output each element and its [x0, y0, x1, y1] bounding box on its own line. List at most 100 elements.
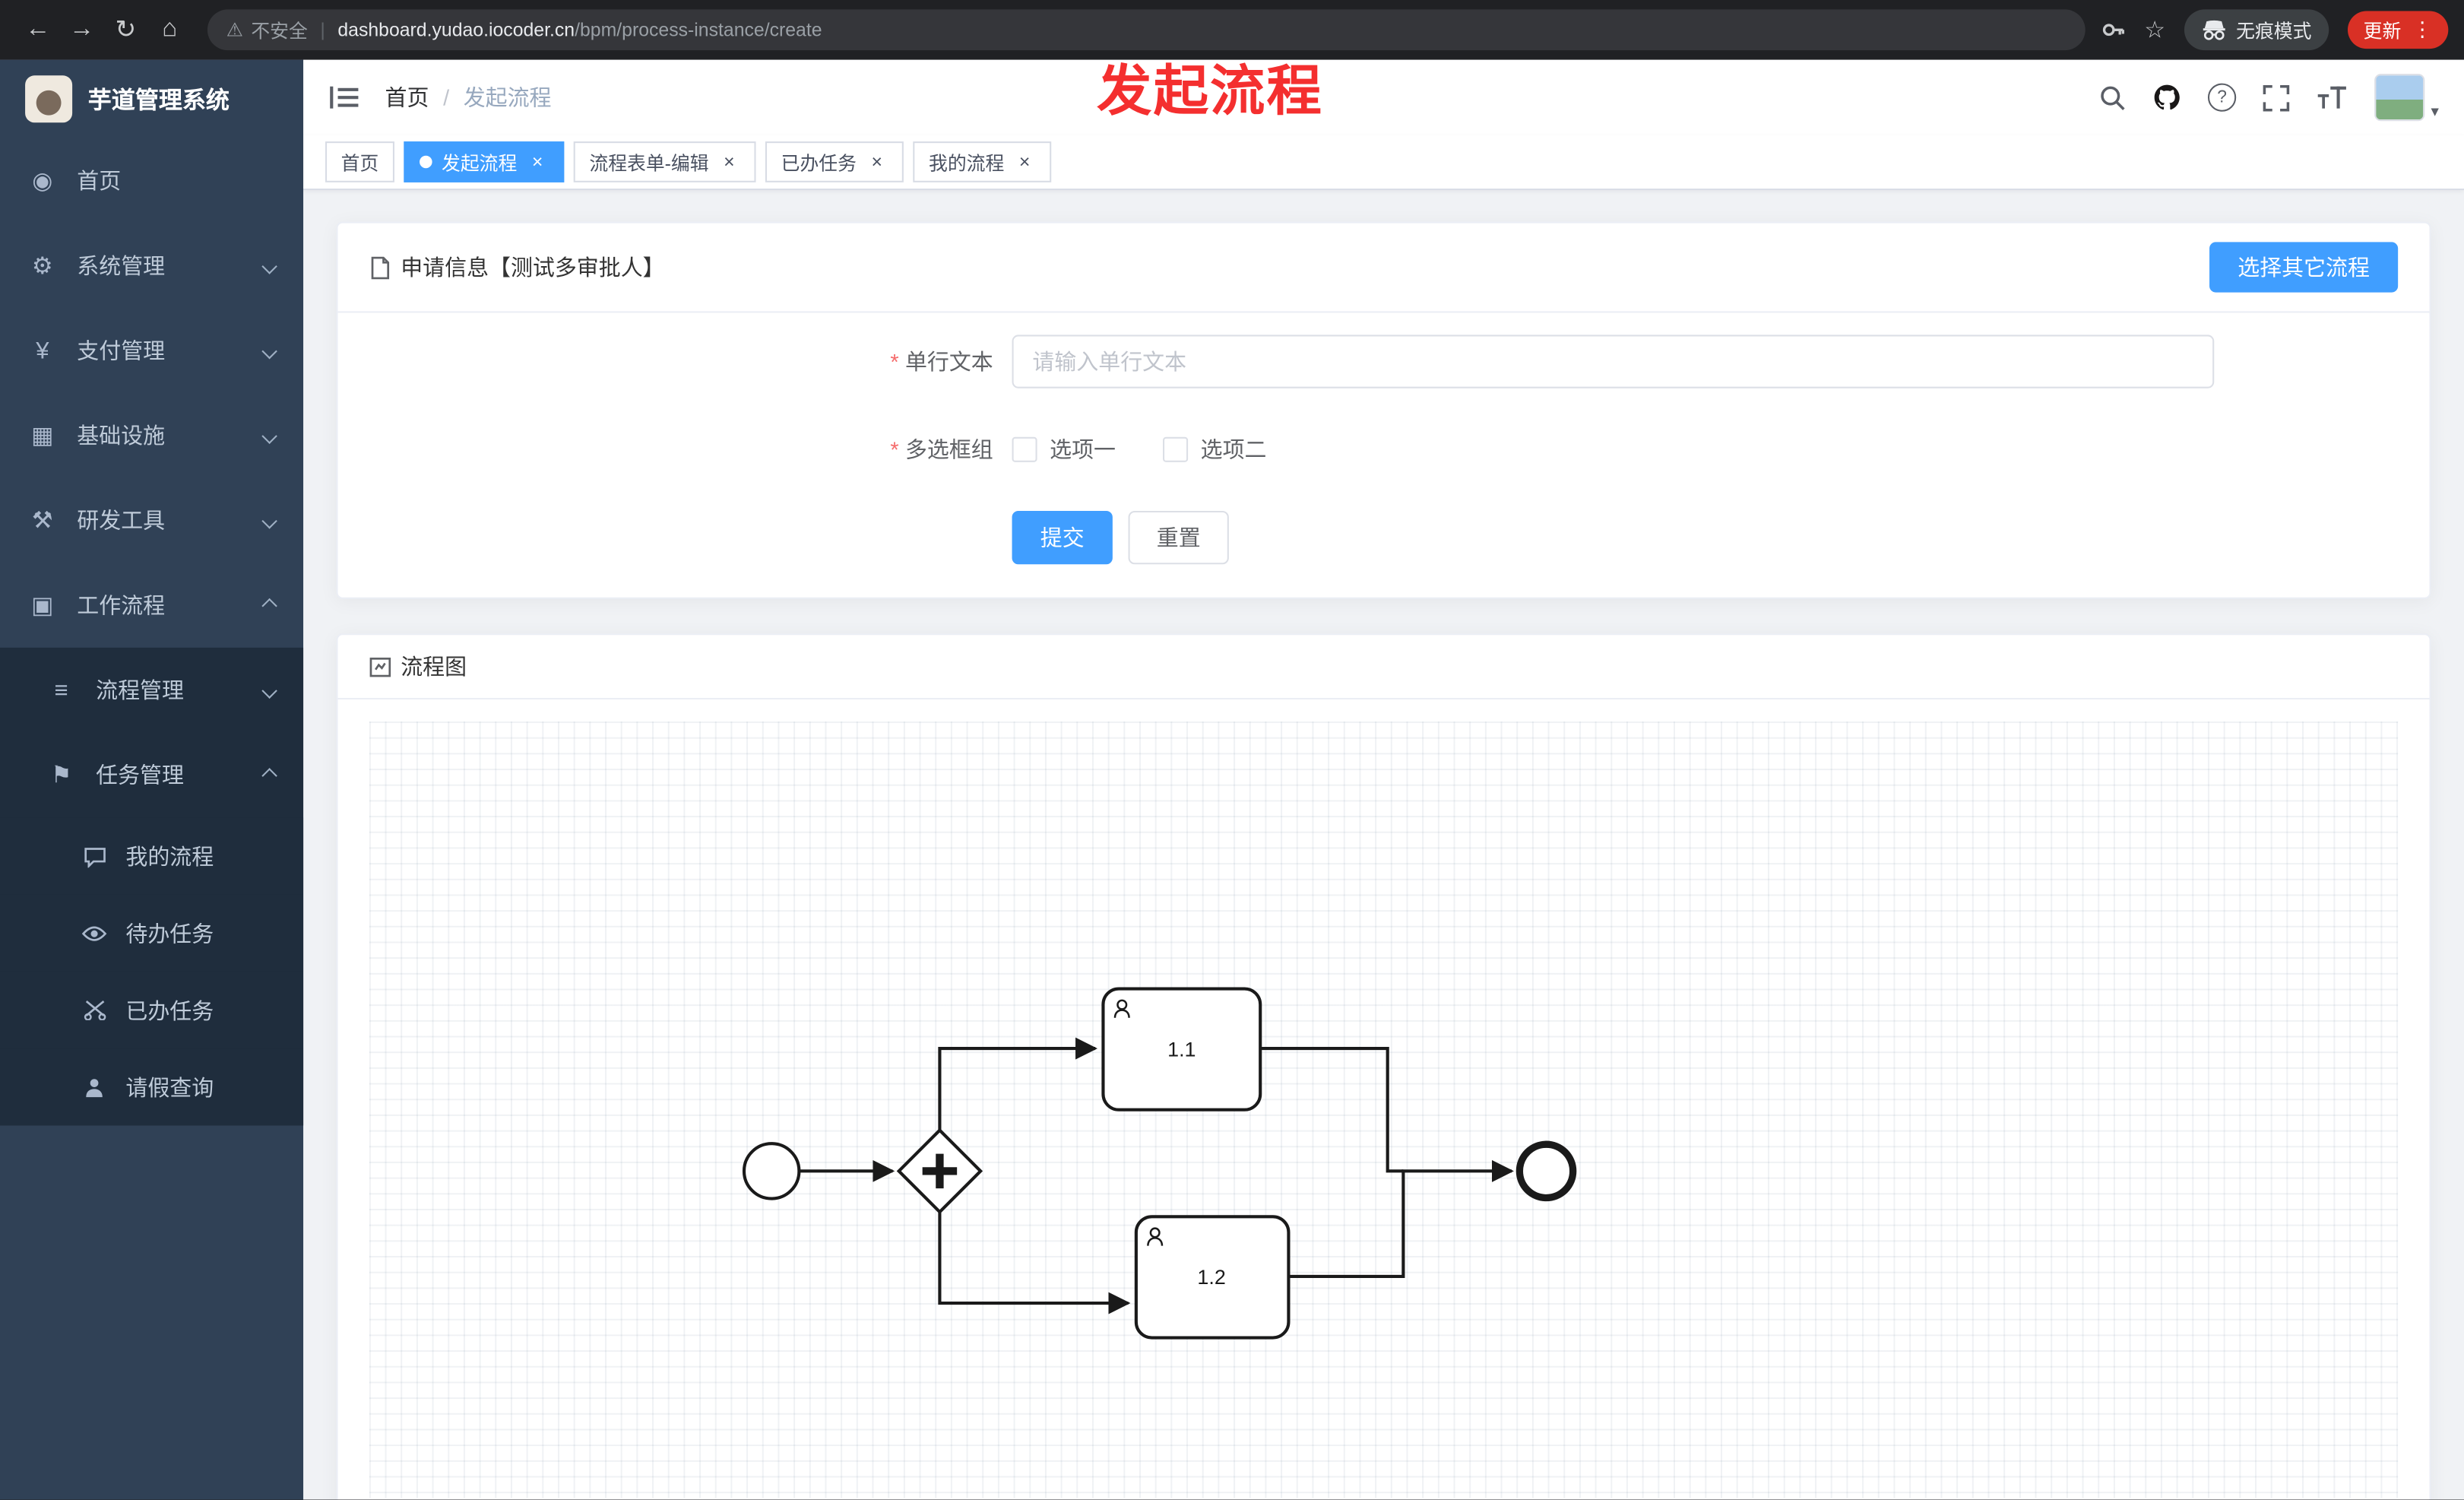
tab-process-form-edit[interactable]: 流程表单-编辑 × — [573, 141, 756, 182]
sidebar-item-home[interactable]: ◉ 首页 — [0, 138, 303, 224]
bpmn-canvas[interactable]: 1.1 1.2 — [369, 721, 2399, 1498]
chevron-down-icon — [261, 512, 277, 528]
task-label: 1.2 — [1197, 1266, 1225, 1289]
close-icon[interactable]: × — [1018, 151, 1031, 173]
form-actions-row: 提交 重置 — [338, 510, 2430, 565]
application-info-header: 申请信息【测试多审批人】 选择其它流程 — [337, 224, 2430, 313]
diagram-title: 流程图 — [401, 654, 467, 680]
workflow-submenu: ≡ 流程管理 ⚑ 任务管理 我的流程 待办任务 — [0, 647, 304, 1126]
forward-button[interactable]: → — [68, 15, 95, 43]
dashboard-icon: ◉ — [32, 168, 53, 195]
tab-label: 发起流程 — [442, 151, 518, 174]
task-flag-icon: ⚑ — [50, 762, 72, 789]
home-button[interactable]: ⌂ — [162, 15, 178, 43]
parallel-gateway[interactable] — [896, 1127, 983, 1215]
tools-icon: ⚒ — [31, 507, 53, 534]
select-other-process-button[interactable]: 选择其它流程 — [2209, 242, 2399, 293]
incognito-badge: 无痕模式 — [2184, 9, 2329, 51]
close-icon[interactable]: × — [724, 151, 735, 173]
sidebar-item-label: 任务管理 — [96, 762, 184, 788]
avatar-image — [2374, 74, 2425, 122]
tab-my-processes[interactable]: 我的流程 × — [913, 141, 1052, 182]
sidebar-item-leave-query[interactable]: 请假查询 — [0, 1048, 304, 1126]
reset-button[interactable]: 重置 — [1128, 510, 1229, 565]
sidebar-item-devtools[interactable]: ⚒ 研发工具 — [0, 478, 303, 563]
flowchart-icon — [369, 656, 391, 677]
update-chip[interactable]: 更新 ⋮ — [2347, 11, 2449, 49]
checkbox-field-row: *多选框组 选项一 选项二 — [338, 423, 2430, 476]
bookmark-star-icon[interactable]: ☆ — [2144, 17, 2166, 44]
back-button[interactable]: ← — [25, 15, 51, 43]
yen-icon: ¥ — [36, 337, 49, 364]
tab-label: 已办任务 — [781, 151, 857, 174]
single-line-text-input[interactable] — [1012, 335, 2215, 388]
checkbox-icon[interactable] — [1012, 436, 1037, 462]
tab-home[interactable]: 首页 — [325, 141, 394, 182]
checkbox-group: 选项一 选项二 — [1012, 423, 1314, 476]
user-task-1-2[interactable]: 1.2 — [1134, 1215, 1291, 1340]
sidebar-item-label: 首页 — [77, 168, 122, 194]
checkbox-option-2[interactable]: 选项二 — [1163, 434, 1266, 465]
refresh-button[interactable]: ↻ — [115, 17, 137, 44]
sidebar-item-payment[interactable]: ¥ 支付管理 — [0, 308, 303, 393]
url-bar[interactable]: ⚠ 不安全 | dashboard.yudao.iocoder.cn/bpm/p… — [207, 9, 2085, 51]
page-content: 申请信息【测试多审批人】 选择其它流程 *单行文本 *多选框组 选项一 — [303, 190, 2464, 1500]
user-task-1-1[interactable]: 1.1 — [1101, 987, 1262, 1112]
tab-label: 我的流程 — [929, 151, 1005, 174]
tags-view-bar: 首页 发起流程 × 流程表单-编辑 × 已办任务 × 我的流程 × — [303, 135, 2464, 191]
sidebar-item-workflow[interactable]: ▣ 工作流程 — [0, 563, 303, 648]
sidebar: 芋道管理系统 ◉ 首页 ⚙ 系统管理 ¥ 支付管理 ▦ 基础设施 ⚒ 研发工具 … — [0, 59, 304, 1500]
end-event[interactable] — [1515, 1140, 1577, 1202]
infrastructure-icon: ▦ — [31, 423, 54, 450]
breadcrumb-home[interactable]: 首页 — [385, 84, 429, 110]
close-icon[interactable]: × — [871, 151, 883, 173]
browser-menu-icon[interactable]: ⋮ — [2412, 17, 2433, 41]
help-icon[interactable]: ? — [2207, 83, 2237, 112]
flow-gateway-to-task2 — [938, 1210, 1131, 1314]
start-event[interactable] — [742, 1142, 801, 1200]
sidebar-item-label: 工作流程 — [77, 592, 166, 618]
active-tab-dot — [420, 155, 432, 169]
sidebar-item-my-processes[interactable]: 我的流程 — [0, 817, 304, 895]
not-secure-icon: ⚠ — [226, 18, 243, 41]
logo-image — [25, 75, 73, 123]
process-list-icon: ≡ — [54, 677, 68, 704]
checkbox-icon[interactable] — [1163, 436, 1189, 462]
sidebar-item-process-management[interactable]: ≡ 流程管理 — [0, 648, 303, 733]
tab-done-tasks[interactable]: 已办任务 × — [765, 141, 904, 182]
flow-task1-to-merge — [1260, 1047, 1404, 1173]
close-icon[interactable]: × — [531, 151, 543, 173]
user-avatar[interactable]: ▾ — [2374, 74, 2439, 122]
chat-bubble-icon — [82, 845, 107, 867]
application-form: *单行文本 *多选框组 选项一 选项二 — [338, 312, 2430, 597]
chevron-down-icon — [261, 258, 277, 274]
chevron-up-icon — [261, 767, 277, 783]
chevron-up-icon — [261, 597, 277, 614]
search-icon[interactable] — [2099, 84, 2126, 111]
fullscreen-icon[interactable] — [2263, 84, 2290, 111]
breadcrumb-separator: / — [443, 84, 450, 110]
text-field-label: *单行文本 — [890, 349, 993, 375]
update-label: 更新 — [2363, 19, 2402, 42]
sidebar-item-infrastructure[interactable]: ▦ 基础设施 — [0, 393, 303, 478]
sidebar-toggle-icon[interactable] — [328, 84, 359, 112]
caret-down-icon: ▾ — [2431, 103, 2439, 122]
sidebar-item-pending-tasks[interactable]: 待办任务 — [0, 894, 304, 972]
chevron-down-icon — [261, 427, 277, 443]
flow-gateway-to-task1 — [938, 1037, 1098, 1132]
checkbox-option-1[interactable]: 选项一 — [1012, 434, 1116, 465]
sidebar-item-done-tasks[interactable]: 已办任务 — [0, 971, 304, 1049]
sidebar-item-system[interactable]: ⚙ 系统管理 — [0, 224, 303, 309]
github-icon[interactable] — [2153, 84, 2181, 112]
app-logo[interactable]: 芋道管理系统 — [0, 60, 303, 138]
application-info-card: 申请信息【测试多审批人】 选择其它流程 *单行文本 *多选框组 选项一 — [336, 221, 2431, 599]
text-field-row: *单行文本 — [338, 335, 2430, 388]
submit-button[interactable]: 提交 — [1012, 510, 1113, 565]
checkbox-field-label: *多选框组 — [890, 436, 993, 462]
main-area: 首页 / 发起流程 ? ▾ — [303, 59, 2464, 1500]
scissors-icon — [82, 1000, 107, 1020]
font-size-icon[interactable] — [2317, 85, 2348, 110]
tab-initiate-process[interactable]: 发起流程 × — [404, 141, 565, 182]
sidebar-item-task-management[interactable]: ⚑ 任务管理 — [0, 733, 303, 818]
password-key-icon[interactable] — [2100, 17, 2125, 43]
